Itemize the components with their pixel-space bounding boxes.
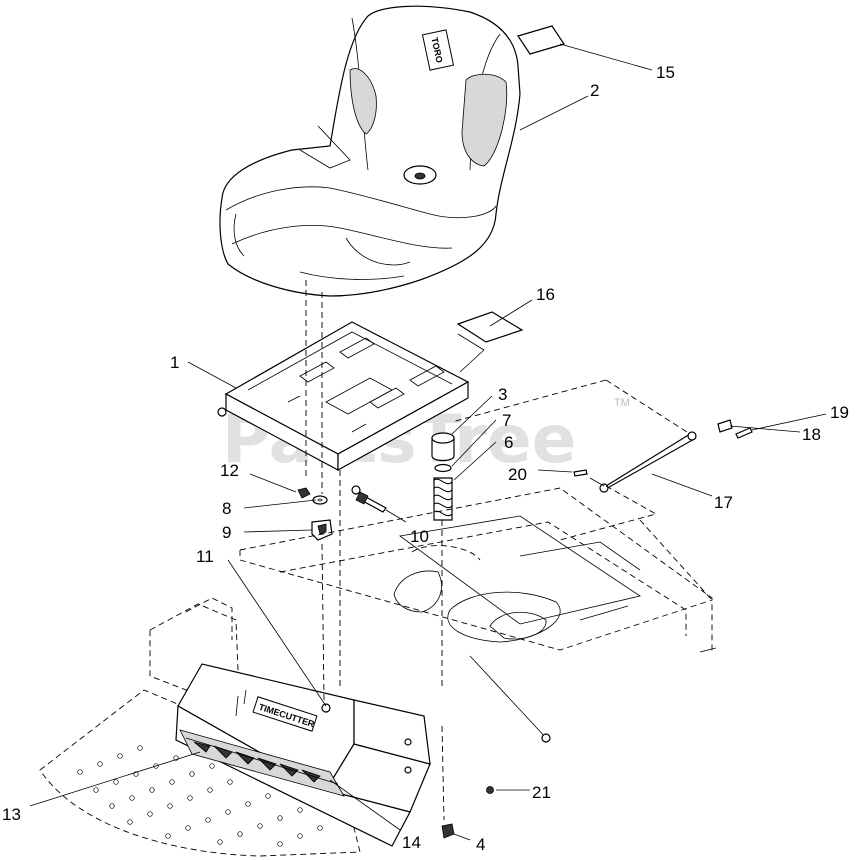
washer-part-8[interactable]: [312, 495, 328, 505]
callout-19: 19: [830, 403, 849, 422]
bolt-part-4[interactable]: [441, 823, 455, 839]
callout-10: 10: [410, 527, 429, 546]
callout-3: 3: [498, 385, 507, 404]
callout-2: 2: [590, 81, 599, 100]
callout-14: 14: [402, 833, 421, 852]
callout-1: 1: [170, 353, 179, 372]
step-plate-part-13[interactable]: [179, 729, 345, 797]
floor-plate: [39, 689, 361, 857]
tractor-frame: [239, 487, 717, 743]
assembly-lines: [305, 280, 691, 821]
callout-7: 7: [502, 411, 511, 430]
clip-part-18[interactable]: [717, 419, 733, 433]
seat-switch-harness-part-17[interactable]: [599, 431, 697, 493]
nut-part-21[interactable]: [486, 786, 494, 794]
leader-lines: [29, 43, 827, 841]
callout-9: 9: [222, 523, 231, 542]
console-housing: TIMECUTTER: [149, 597, 431, 847]
knob-part-9[interactable]: [311, 519, 333, 541]
bumper-part-3[interactable]: [431, 432, 455, 462]
callout-16: 16: [536, 285, 555, 304]
callout-labels: 1 2 3 4 6 7 8 9 10 11 12 13 14 15 16 17 …: [2, 63, 849, 854]
nut-part-12[interactable]: [297, 487, 311, 499]
decal-part-15[interactable]: [517, 25, 565, 55]
callout-21: 21: [532, 783, 551, 802]
callout-11: 11: [196, 547, 214, 566]
callout-4: 4: [476, 835, 485, 854]
callout-8: 8: [222, 499, 231, 518]
bolt-part-10[interactable]: [355, 491, 387, 513]
decal-part-16[interactable]: [456, 311, 524, 343]
screw-part-19[interactable]: [735, 427, 753, 439]
seat-part[interactable]: TORO: [219, 5, 521, 297]
watermark-trademark: TM: [614, 397, 630, 409]
callout-13: 13: [2, 805, 21, 824]
callout-12: 12: [220, 461, 239, 480]
screw-part-20[interactable]: [573, 469, 588, 477]
seat-pan-part[interactable]: [217, 321, 470, 495]
washer-part-7[interactable]: [434, 463, 452, 473]
spring-part-6[interactable]: [433, 477, 453, 521]
callout-20: 20: [508, 465, 527, 484]
callout-18: 18: [802, 425, 821, 444]
callout-15: 15: [656, 63, 675, 82]
callout-17: 17: [714, 493, 733, 512]
callout-6: 6: [504, 433, 513, 452]
